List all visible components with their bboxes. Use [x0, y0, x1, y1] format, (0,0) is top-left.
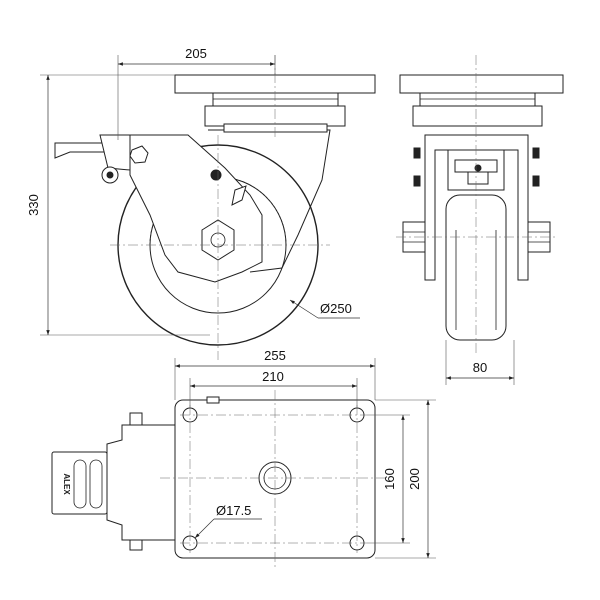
dim-wheel-diameter: Ø250: [289, 299, 360, 319]
top-view: ALEX: [51, 390, 385, 570]
dim-255: 255: [174, 348, 376, 400]
top-plate-front: [399, 74, 564, 94]
dim-bolt-hole: Ø17.5: [194, 503, 262, 539]
dim-label-330: 330: [26, 194, 41, 216]
dim-label-255: 255: [264, 348, 286, 363]
dim-210: 210: [189, 369, 358, 408]
front-view: [396, 55, 564, 355]
dim-label-200: 200: [407, 468, 422, 490]
dim-label-210: 210: [262, 369, 284, 384]
brake-housing: [51, 451, 108, 515]
dim-160: 160: [367, 414, 410, 544]
brand-label: ALEX: [62, 473, 71, 495]
fork-frame: [424, 134, 529, 281]
dim-label-wheel-diameter: Ø250: [320, 301, 352, 316]
swivel-lock-pin: [210, 169, 222, 181]
dim-label-80: 80: [473, 360, 487, 375]
dim-205: 205: [117, 46, 276, 140]
dim-80: 80: [445, 340, 515, 385]
dim-label-160: 160: [382, 468, 397, 490]
dim-330: 330: [26, 74, 210, 336]
dim-label-205: 205: [185, 46, 207, 61]
fork-leg: [129, 134, 263, 283]
dim-label-bolt-hole: Ø17.5: [216, 503, 251, 518]
swivel-ring-upper: [212, 92, 339, 107]
fork-top: [106, 424, 176, 541]
dim-200: 200: [375, 399, 436, 559]
